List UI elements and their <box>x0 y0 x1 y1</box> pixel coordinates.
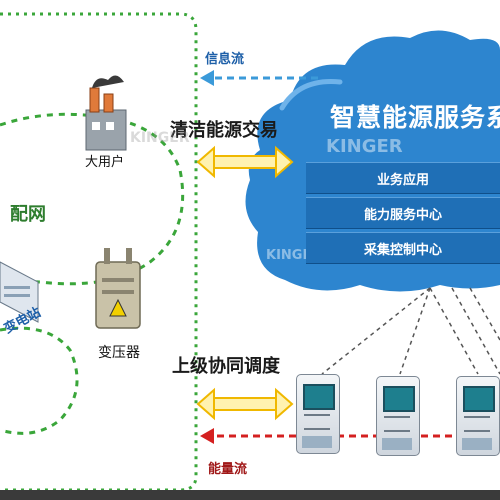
big-user-label: 大用户 <box>85 155 125 170</box>
substation-area-outline <box>0 326 79 435</box>
transformer-icon <box>95 248 141 329</box>
watermark-cloud: KINGER <box>326 136 403 157</box>
clean-energy-trade-label: 清洁能源交易 <box>170 120 278 141</box>
energy-flow-arrowhead <box>200 428 214 444</box>
upper-dispatch-label: 上级协同调度 <box>172 356 280 377</box>
watermark-left: KINGER <box>130 130 190 146</box>
smart-meter-icon <box>456 376 500 456</box>
substation-icon <box>0 261 39 323</box>
footer-strip <box>0 490 500 500</box>
info-flow-arrowhead <box>200 70 214 86</box>
transformer-label: 变压器 <box>98 345 140 361</box>
distribution-net-outline <box>0 112 185 286</box>
factory-icon <box>85 75 127 151</box>
smart-meter-icon <box>296 374 340 454</box>
energy-flow-label: 能量流 <box>208 462 248 477</box>
cloud-title: 智慧能源服务系 <box>330 103 500 132</box>
meter-links <box>321 287 500 375</box>
info-flow-label: 信息流 <box>205 52 245 67</box>
upper-dispatch-arrow <box>196 387 294 421</box>
distribution-net-label: 配网 <box>10 204 46 225</box>
layer-business-app: 业务应用 <box>306 162 500 194</box>
cloud-highlight <box>279 79 343 111</box>
layer-acquisition-control: 采集控制中心 <box>306 232 500 264</box>
smart-meter-icon <box>376 376 420 456</box>
left-region-border <box>0 12 198 492</box>
clean-energy-trade-arrow <box>196 145 294 179</box>
layer-capability-center: 能力服务中心 <box>306 197 500 229</box>
